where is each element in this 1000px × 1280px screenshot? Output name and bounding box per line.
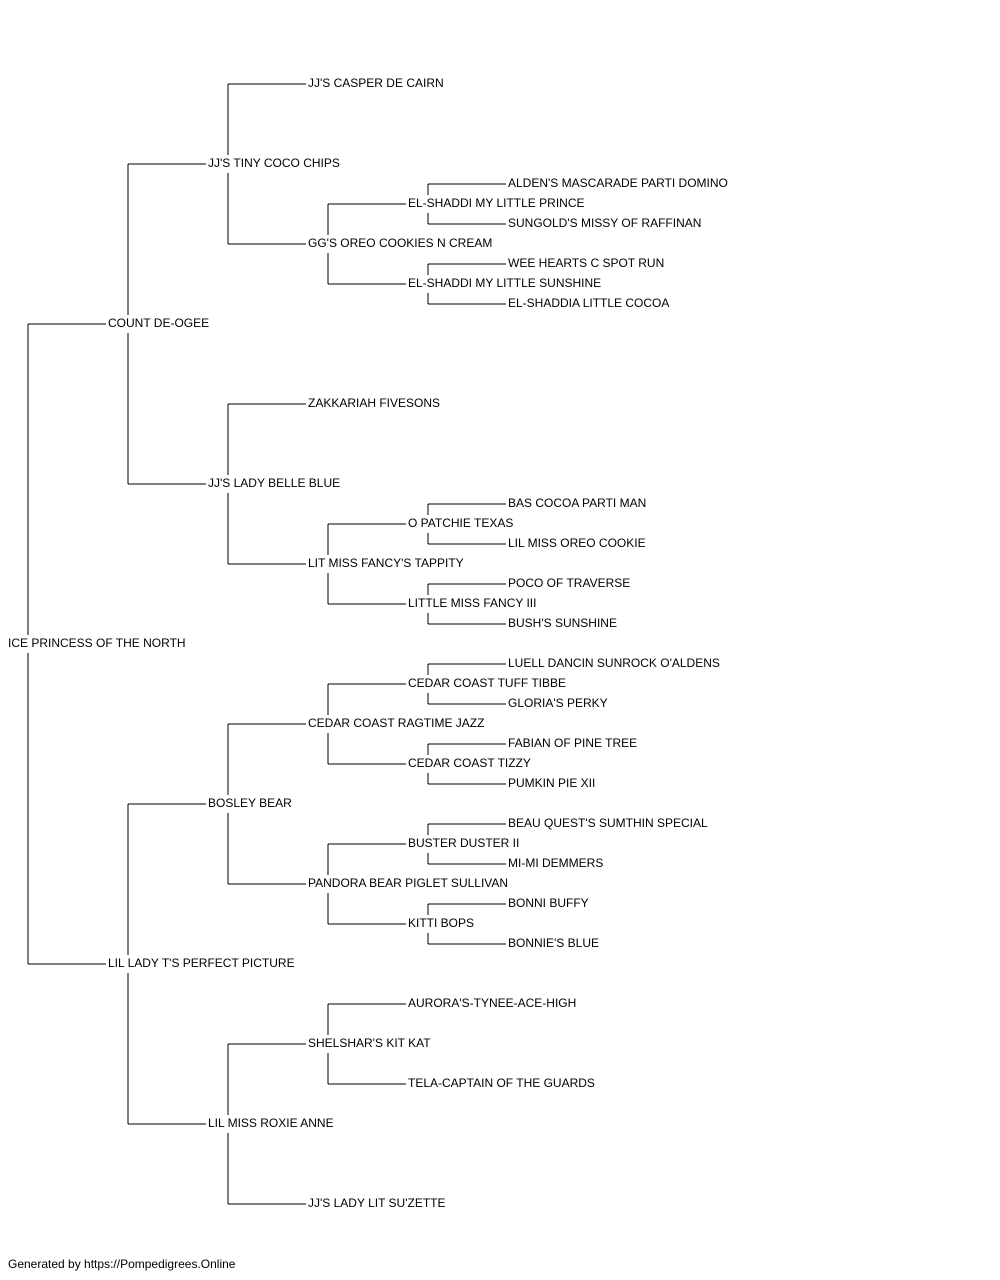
dog-name: WEE HEARTS C SPOT RUN [508,256,664,270]
dog-name: O PATCHIE TEXAS [408,516,513,530]
dog-name: BONNI BUFFY [508,896,589,910]
dog-name: LUELL DANCIN SUNROCK O'ALDENS [508,656,720,670]
dog-name: JJ'S CASPER DE CAIRN [308,76,444,90]
dog-name: FABIAN OF PINE TREE [508,736,637,750]
dog-name: MI-MI DEMMERS [508,856,603,870]
dog-name: EL-SHADDI MY LITTLE PRINCE [408,196,584,210]
dog-name: JJ'S LADY LIT SU'ZETTE [308,1196,446,1210]
dog-name: COUNT DE-OGEE [108,316,209,330]
dog-name: BUSTER DUSTER II [408,836,519,850]
dog-name: EL-SHADDI MY LITTLE SUNSHINE [408,276,601,290]
pedigree-tree: ICE PRINCESS OF THE NORTH COUNT DE-OGEE JJ… [8,76,728,1210]
dog-name: ALDEN'S MASCARADE PARTI DOMINO [508,176,728,190]
dog-name: JJ'S LADY BELLE BLUE [208,476,340,490]
dog-name: BUSH'S SUNSHINE [508,616,617,630]
dog-name: POCO OF TRAVERSE [508,576,630,590]
footer-credit: Generated by https://Pompedigrees.Online [8,1257,236,1271]
dog-name: GG'S OREO COOKIES N CREAM [308,236,492,250]
dog-name: ZAKKARIAH FIVESONS [308,396,440,410]
dog-name: CEDAR COAST TIZZY [408,756,531,770]
dog-name: BEAU QUEST'S SUMTHIN SPECIAL [508,816,708,830]
dog-name: CEDAR COAST RAGTIME JAZZ [308,716,484,730]
dog-name: LIL MISS OREO COOKIE [508,536,646,550]
dog-name: LIT MISS FANCY'S TAPPITY [308,556,464,570]
dog-name: BONNIE'S BLUE [508,936,599,950]
dog-name: PUMKIN PIE XII [508,776,595,790]
dog-name: JJ'S TINY COCO CHIPS [208,156,340,170]
dog-name: BAS COCOA PARTI MAN [508,496,646,510]
dog-name: LIL MISS ROXIE ANNE [208,1116,334,1130]
dog-name: LITTLE MISS FANCY III [408,596,536,610]
dog-name: EL-SHADDIA LITTLE COCOA [508,296,669,310]
dog-name: ICE PRINCESS OF THE NORTH [8,636,186,650]
dog-name: SUNGOLD'S MISSY OF RAFFINAN [508,216,701,230]
dog-name: CEDAR COAST TUFF TIBBE [408,676,566,690]
dog-name: PANDORA BEAR PIGLET SULLIVAN [308,876,508,890]
dog-name: LIL LADY T'S PERFECT PICTURE [108,956,295,970]
dog-name: SHELSHAR'S KIT KAT [308,1036,431,1050]
dog-name: GLORIA'S PERKY [508,696,608,710]
dog-name: BOSLEY BEAR [208,796,292,810]
dog-name: TELA-CAPTAIN OF THE GUARDS [408,1076,595,1090]
dog-name: KITTI BOPS [408,916,474,930]
dog-name: AURORA'S-TYNEE-ACE-HIGH [408,996,576,1010]
